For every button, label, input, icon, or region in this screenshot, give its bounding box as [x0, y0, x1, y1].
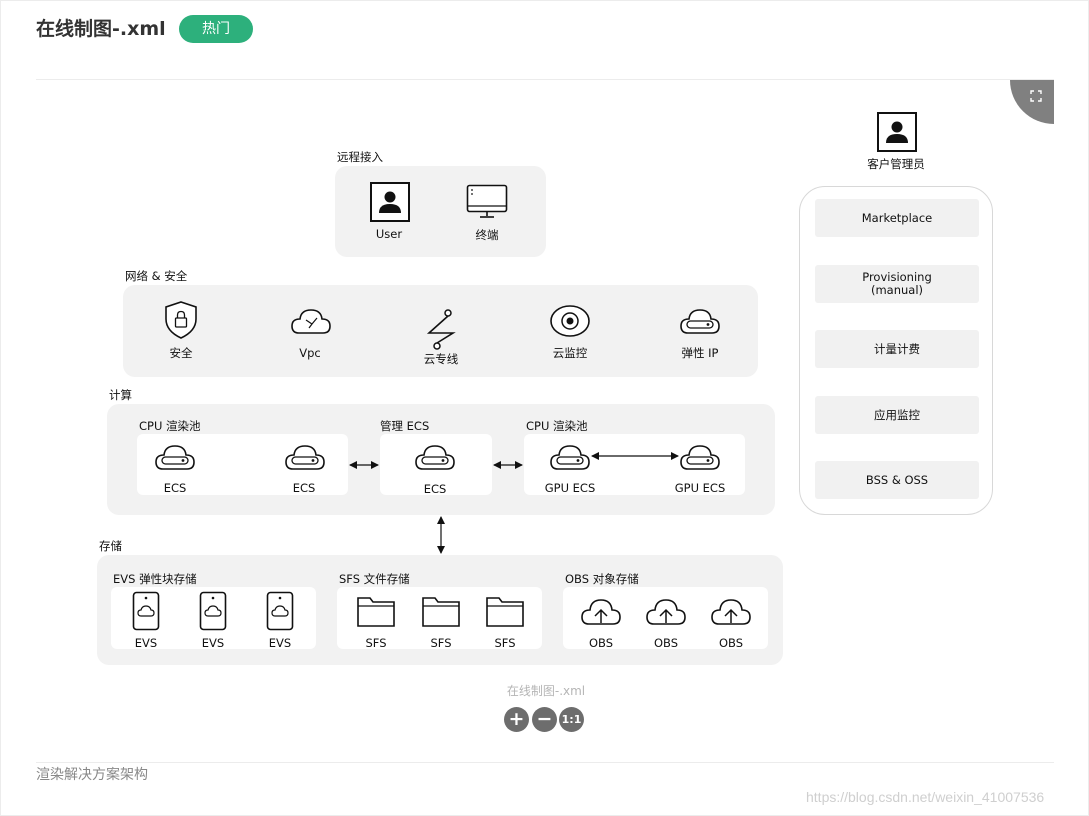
metering-billing-box[interactable]: 计量计费 [815, 330, 979, 368]
evs-group-label: EVS 弹性块存储 [113, 572, 197, 586]
header-divider [36, 79, 1054, 80]
shield-icon [165, 301, 197, 339]
ecs-icon [415, 445, 455, 470]
vpc-label: Vpc [299, 346, 321, 360]
evs-disk-icon [199, 591, 227, 631]
zoom-in-button[interactable]: + [504, 707, 529, 732]
ecs-label: ECS [423, 482, 447, 496]
gpu-ecs-icon [680, 445, 720, 470]
page-title: 在线制图-.xml [36, 18, 166, 40]
obs-label: OBS [718, 636, 744, 650]
gpu-ecs-label: GPU ECS [674, 481, 726, 495]
sfs-group-label: SFS 文件存储 [339, 572, 410, 586]
network-security-panel [123, 285, 758, 377]
monitor-icon [466, 184, 508, 218]
footer-divider [36, 762, 1054, 763]
cloud-upload-icon [711, 599, 751, 625]
eye-icon [550, 305, 590, 337]
sfs-label: SFS [430, 636, 452, 650]
network-security-label: 网络 & 安全 [125, 269, 188, 283]
folder-icon [357, 597, 395, 627]
cpu-render-pool-label: CPU 渲染池 [139, 419, 201, 433]
compute-label: 计算 [109, 388, 132, 402]
user-icon [877, 112, 917, 152]
obs-group-label: OBS 对象存储 [565, 572, 639, 586]
security-label: 安全 [169, 346, 193, 360]
gpu-render-pool-label: CPU 渲染池 [526, 419, 588, 433]
elastic-ip-label: 弹性 IP [681, 346, 719, 360]
user-icon [370, 182, 410, 222]
provisioning-box[interactable]: Provisioning (manual) [815, 265, 979, 303]
cloud-monitor-label: 云监控 [552, 346, 588, 360]
bss-oss-box[interactable]: BSS & OSS [815, 461, 979, 499]
ecs-icon [285, 445, 325, 470]
gpu-ecs-label: GPU ECS [544, 481, 596, 495]
ecs-icon [155, 445, 195, 470]
user-label: User [375, 227, 403, 241]
ecs-label: ECS [292, 481, 316, 495]
dedicated-line-label: 云专线 [423, 352, 459, 366]
elastic-ip-icon [680, 309, 720, 334]
zoom-out-button[interactable]: − [532, 707, 557, 732]
fullscreen-button[interactable] [1010, 80, 1054, 124]
cloud-upload-icon [581, 599, 621, 625]
evs-label: EVS [134, 636, 158, 650]
folder-icon [422, 597, 460, 627]
sfs-label: SFS [494, 636, 516, 650]
cloud-icon [291, 309, 331, 334]
gpu-ecs-icon [550, 445, 590, 470]
obs-label: OBS [588, 636, 614, 650]
app-monitoring-box[interactable]: 应用监控 [815, 396, 979, 434]
zoom-reset-button[interactable]: 1:1 [559, 707, 584, 732]
storage-label: 存储 [99, 539, 122, 553]
dedicated-line-icon [426, 309, 456, 350]
fullscreen-icon [1030, 90, 1042, 102]
cloud-upload-icon [646, 599, 686, 625]
customer-admin-label: 客户管理员 [867, 157, 925, 171]
footer-title: 渲染解决方案架构 [36, 767, 148, 783]
ecs-label: ECS [163, 481, 187, 495]
watermark-text: https://blog.csdn.net/weixin_41007536 [806, 789, 1045, 805]
obs-label: OBS [653, 636, 679, 650]
marketplace-box[interactable]: Marketplace [815, 199, 979, 237]
diagram-caption: 在线制图-.xml [506, 684, 586, 698]
admin-services-panel: Marketplace Provisioning (manual) 计量计费 应… [799, 186, 993, 515]
management-ecs-label: 管理 ECS [380, 419, 430, 433]
remote-access-label: 远程接入 [337, 150, 383, 164]
hot-badge[interactable]: 热门 [179, 15, 253, 43]
evs-label: EVS [268, 636, 292, 650]
folder-icon [486, 597, 524, 627]
evs-disk-icon [132, 591, 160, 631]
sfs-label: SFS [365, 636, 387, 650]
evs-disk-icon [266, 591, 294, 631]
terminal-label: 终端 [475, 228, 499, 242]
evs-label: EVS [201, 636, 225, 650]
